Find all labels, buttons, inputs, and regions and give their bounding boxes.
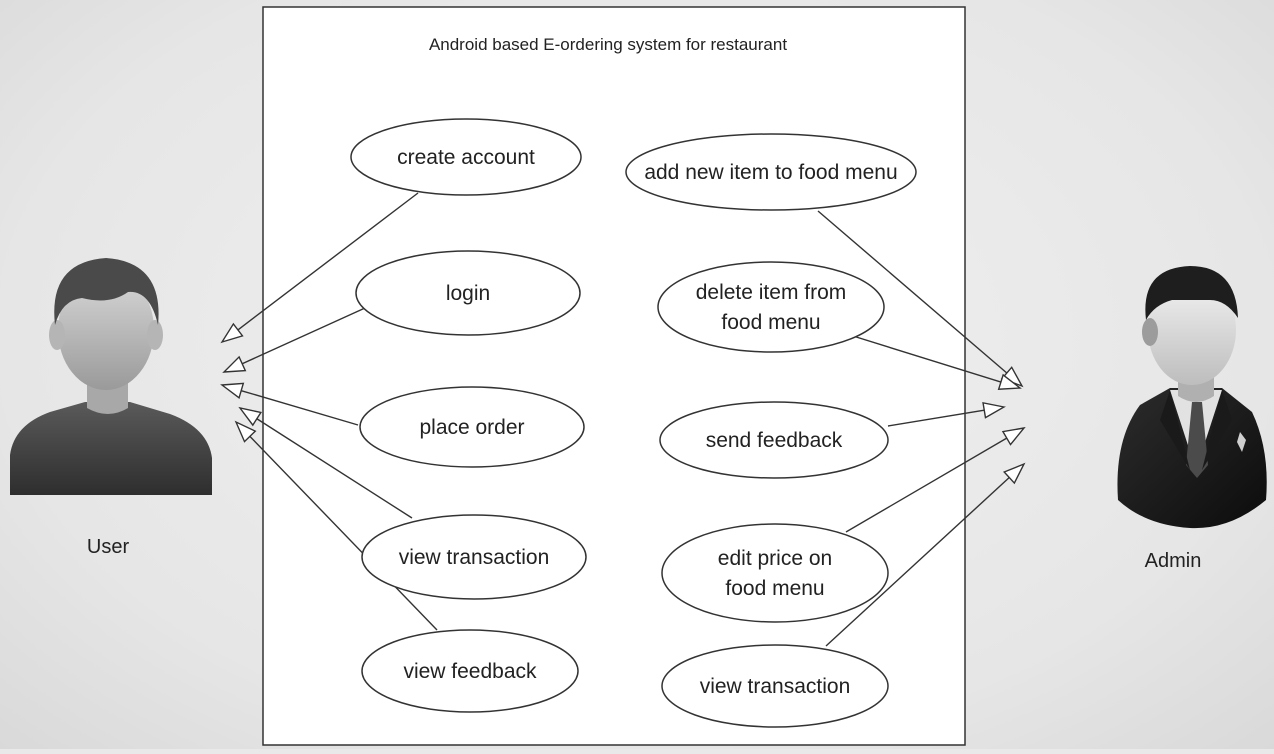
use-case-label: add new item to food menu [644, 161, 897, 184]
arrowhead-user-view-transaction [238, 406, 263, 427]
arrowhead-place-order [220, 382, 245, 400]
use-case-ellipse [350, 118, 582, 196]
use-case-send-feedback: send feedback [659, 401, 889, 479]
association-line-add-new-item [817, 210, 1008, 374]
use-case-label: view feedback [403, 660, 537, 683]
arrowhead-admin-view-transaction [1003, 462, 1026, 485]
use-case-ellipse [661, 523, 889, 623]
use-case-ellipse [657, 261, 885, 353]
arrowhead-login [222, 355, 247, 373]
use-case-place-order: place order [359, 386, 585, 468]
arrowhead-send-feedback [982, 401, 1006, 419]
use-case-label: delete item from [696, 281, 847, 304]
use-case-user-view-transaction: view transaction [361, 514, 587, 600]
use-case-label: place order [419, 416, 524, 439]
association-line-send-feedback [887, 409, 985, 427]
use-case-label: send feedback [706, 429, 843, 452]
association-line-create-account [237, 192, 419, 331]
arrowhead-edit-price [1001, 426, 1026, 446]
use-case-admin-view-transaction: view transaction [661, 644, 889, 728]
use-case-label: view transaction [700, 675, 851, 698]
arrowhead-view-feedback [234, 420, 257, 443]
use-case-login: login [355, 250, 581, 336]
arrowhead-delete-item [997, 373, 1022, 390]
use-case-label: food menu [721, 311, 820, 334]
use-case-ellipse [625, 133, 917, 211]
use-case-add-new-item: add new item to food menu [625, 133, 917, 211]
use-case-label: view transaction [399, 546, 550, 569]
association-line-place-order [240, 389, 359, 426]
use-case-ellipse [359, 386, 585, 468]
use-case-ellipse [355, 250, 581, 336]
user-actor-label: User [87, 536, 130, 558]
association-line-edit-price [845, 437, 1008, 533]
association-lines [220, 192, 1026, 647]
use-case-delete-item: delete item from food menu [657, 261, 885, 353]
arrowhead-create-account [220, 322, 244, 344]
use-case-create-account: create account [350, 118, 582, 196]
use-case-ellipse [661, 644, 889, 728]
use-case-label: login [446, 282, 490, 305]
user-avatar-icon [10, 258, 212, 495]
system-title: Android based E-ordering system for rest… [429, 35, 787, 54]
use-case-label: edit price on [718, 547, 832, 570]
use-case-view-feedback: view feedback [361, 629, 579, 713]
use-case-ellipse [361, 514, 587, 600]
association-line-admin-view-transaction [825, 477, 1010, 647]
association-line-delete-item [852, 335, 1002, 383]
association-line-user-view-transaction [256, 418, 413, 519]
association-line-view-feedback [249, 435, 438, 631]
system-boundary [262, 6, 966, 746]
use-case-ellipse [659, 401, 889, 479]
association-line-login [241, 307, 366, 365]
use-case-ellipse [361, 629, 579, 713]
admin-avatar-icon [1117, 266, 1267, 529]
use-case-label: create account [397, 146, 535, 169]
use-case-label: food menu [725, 577, 824, 600]
admin-actor-label: Admin [1145, 550, 1202, 572]
use-case-edit-price: edit price on food menu [661, 523, 889, 623]
